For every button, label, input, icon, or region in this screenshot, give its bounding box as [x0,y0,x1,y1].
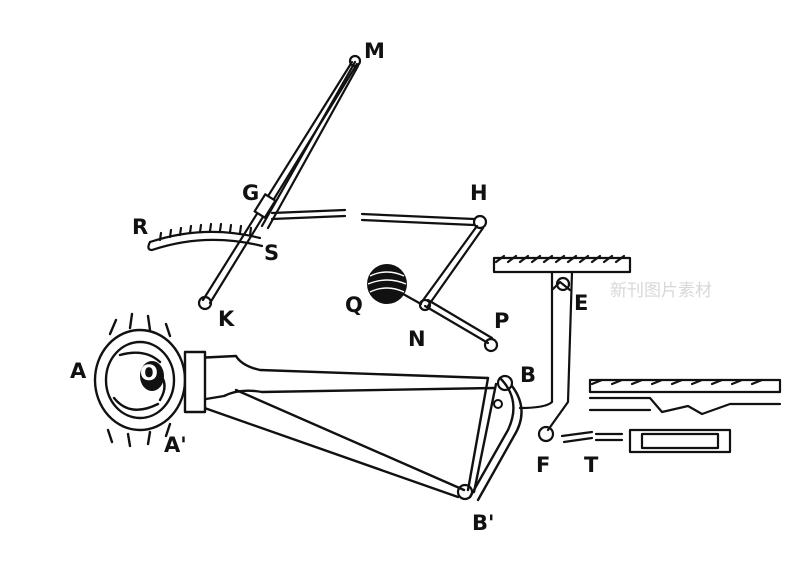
pivot-k [197,295,213,311]
pivot-b [496,374,514,392]
hub-center-o [140,361,164,391]
rail-track [560,378,782,454]
label-m: M [364,39,385,63]
ceiling-bracket [492,254,632,432]
pivot-m [348,54,362,68]
main-frame [193,354,523,502]
lever-mk [201,60,360,305]
label-a-prime: A' [164,433,187,457]
pivot-n [418,298,432,312]
pivot-f [537,425,555,443]
pivot-b-prime [456,483,474,501]
pivot-b-inner [493,399,503,409]
label-o: O [140,361,158,385]
label-r: R [132,215,148,239]
label-b-prime: B' [472,511,494,535]
label-n: N [408,327,426,351]
label-k: K [218,307,235,331]
label-b: B [520,363,536,387]
watermark-text: 新刊图片素材 [610,281,712,301]
pivot-p [483,337,499,353]
ball-q [367,264,407,304]
label-s: S [264,241,279,265]
label-a: A [70,359,87,383]
label-f: F [536,453,550,477]
link-hn [394,224,494,345]
label-g: G [242,181,259,205]
rod-gh [270,208,476,227]
label-q: Q [345,293,363,317]
label-t: T [584,453,599,477]
pivot-h [472,214,488,230]
toothed-sector [147,222,264,252]
label-e: E [574,291,588,315]
label-h: H [470,181,488,205]
pivot-e [555,276,571,292]
label-p: P [494,309,509,333]
